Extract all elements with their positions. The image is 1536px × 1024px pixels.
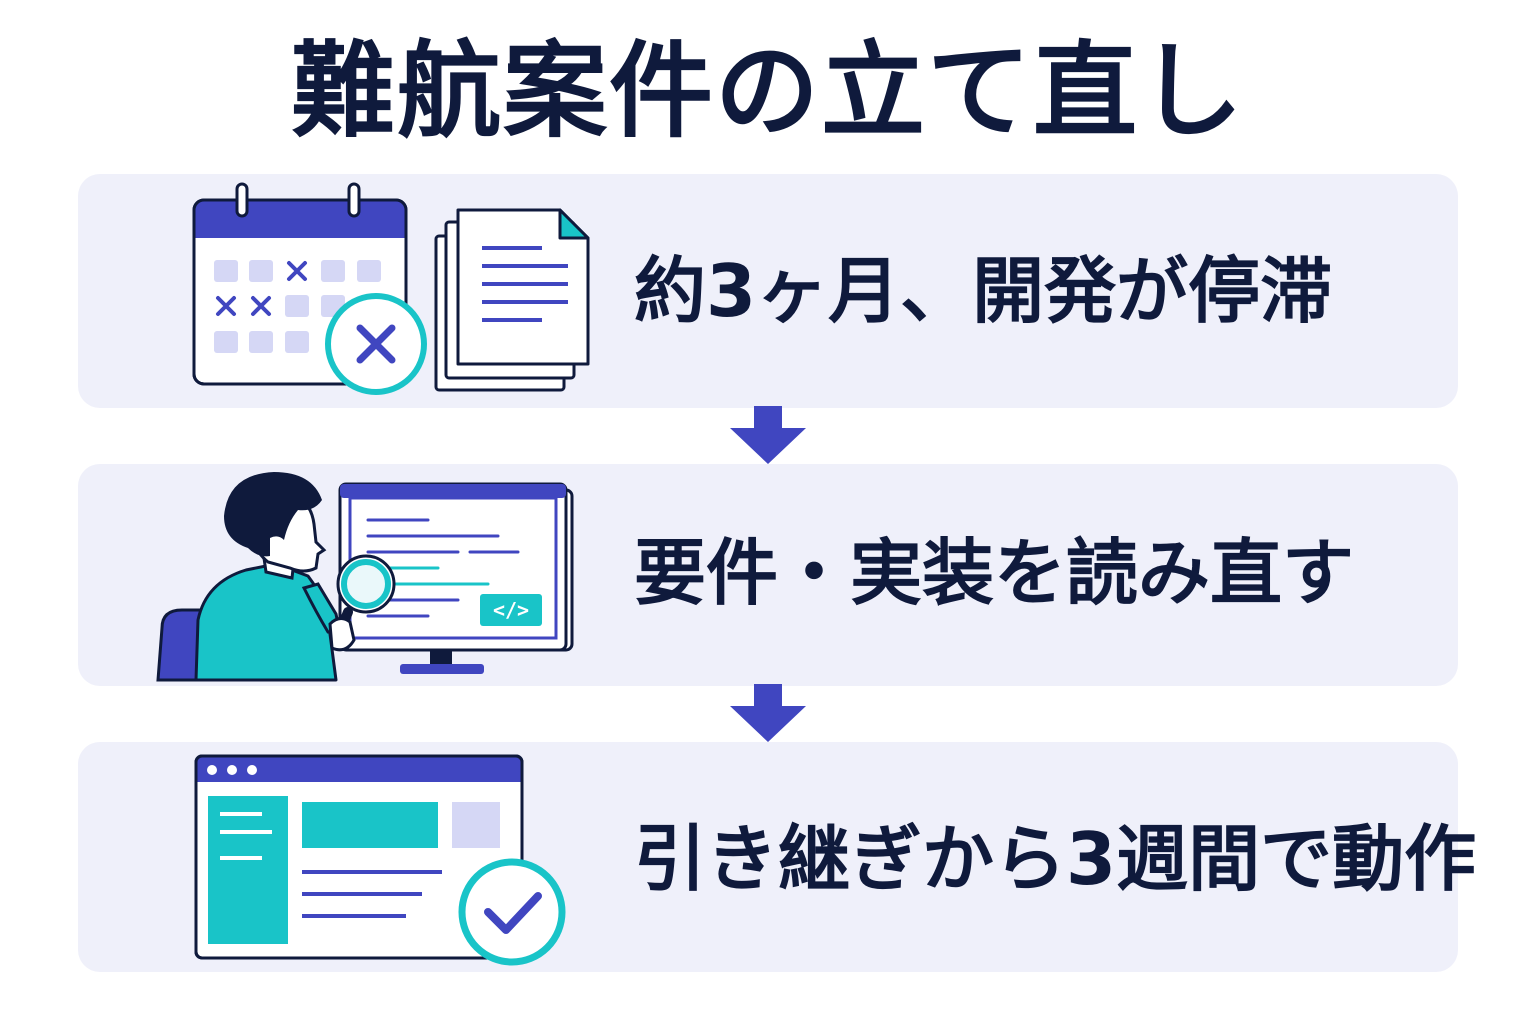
checkmark-icon bbox=[458, 858, 566, 966]
step-card-3: 引き継ぎから3週間で動作 bbox=[78, 742, 1477, 972]
calendar-icon bbox=[192, 182, 408, 386]
down-arrow-icon bbox=[726, 684, 810, 744]
step-text-1: 約3ヶ月、開発が停滞 bbox=[634, 249, 1333, 333]
browser-check-icon bbox=[194, 754, 566, 966]
step-card-2: </> 要件・実装を読み直す bbox=[78, 464, 1458, 686]
calendar-x-icon bbox=[192, 182, 590, 395]
document-stack-icon bbox=[434, 208, 590, 392]
person-magnifier-monitor-icon: </> bbox=[156, 472, 574, 682]
magnifier-icon bbox=[335, 554, 396, 637]
page-title: 難航案件の立て直し bbox=[290, 30, 1245, 152]
close-icon bbox=[325, 293, 427, 395]
browser-window-icon bbox=[194, 754, 524, 960]
step-text-2: 要件・実装を読み直す bbox=[634, 531, 1355, 615]
svg-text:</>: </> bbox=[493, 598, 529, 622]
down-arrow-icon bbox=[726, 406, 810, 466]
step-text-3: 引き継ぎから3週間で動作 bbox=[634, 817, 1477, 901]
step-card-1: 約3ヶ月、開発が停滞 bbox=[78, 174, 1458, 408]
